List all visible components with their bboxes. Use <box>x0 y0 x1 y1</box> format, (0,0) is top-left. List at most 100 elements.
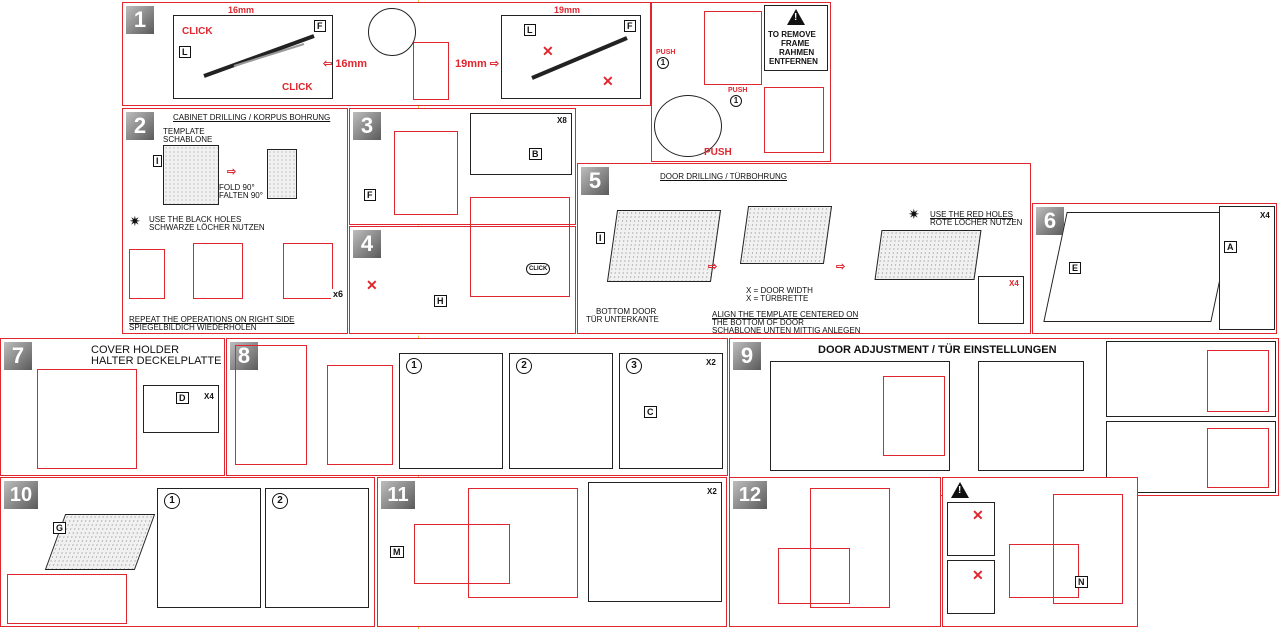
fold-label: FOLD 90° <box>219 183 255 192</box>
cabinet-outline <box>327 365 393 465</box>
drawer-frame <box>7 574 127 624</box>
quantity-label: x2 <box>707 487 717 496</box>
step-title: DOOR ADJUSTMENT / TÜR EINSTELLUNGEN <box>818 344 1057 356</box>
part-label-i: I <box>596 232 605 244</box>
click-label: CLICK <box>526 263 551 275</box>
template-folded <box>267 149 297 199</box>
cabinet-outline <box>468 488 578 598</box>
step-circle: 1 <box>406 358 422 374</box>
cabinet-outline <box>394 131 458 215</box>
warning-icon <box>951 482 969 498</box>
step-12-panel: 12 <box>729 477 941 627</box>
screw-detail: B x8 <box>470 113 572 175</box>
template-label: TEMPLATE <box>163 127 205 136</box>
step-circle: 1 <box>164 493 180 509</box>
push-label: PUSH <box>728 87 748 94</box>
cabinet-outline <box>129 249 165 299</box>
step-detail-1: 1 <box>399 353 503 469</box>
warning-text: FRAME <box>781 39 810 48</box>
cabinet-outline <box>764 87 824 153</box>
part-label-f: F <box>364 189 376 201</box>
step-2-panel: 2 CABINET DRILLING / KORPUS BOHRUNG TEMP… <box>122 108 348 334</box>
step-number: 7 <box>4 342 32 370</box>
cabinet-outline <box>1053 494 1123 604</box>
cabinet-outline <box>235 345 307 465</box>
align-instruction: ALIGN THE TEMPLATE CENTERED ON <box>712 310 859 319</box>
left-slide-detail: 16mm CLICK CLICK L F <box>173 5 333 99</box>
step-11-panel: 11 M x2 <box>377 477 727 627</box>
click-label: CLICK <box>282 82 313 93</box>
incorrect-mark: ✕ <box>972 567 984 583</box>
dimension-label: 19mm <box>455 58 487 70</box>
quantity-label: x6 <box>331 289 346 299</box>
step-circle: 3 <box>626 358 642 374</box>
bin-detail: ✕ <box>947 560 995 614</box>
drawer-front <box>1009 544 1079 598</box>
step-5-panel: 5 DOOR DRILLING / TÜRBOHRUNG I BOTTOM DO… <box>577 163 1031 335</box>
instruction-label: USE THE BLACK HOLES <box>149 215 242 224</box>
adjustment-detail <box>1106 341 1276 417</box>
part-label-f: F <box>624 20 636 32</box>
door-template <box>739 206 833 264</box>
warning-panel: ✕ ✕ N <box>942 477 1138 627</box>
step-7-panel: 7 COVER HOLDER HALTER DECKELPLATTE D x4 <box>0 338 225 476</box>
hinge-detail: A x4 <box>1219 206 1275 330</box>
bottom-door-label: BOTTOM DOOR <box>596 307 657 316</box>
quantity-label: x4 <box>1260 211 1270 220</box>
step-number: 4 <box>353 230 381 258</box>
part-label-l: L <box>524 24 536 36</box>
step-number: 10 <box>4 481 38 509</box>
hole-burst-icon: ✷ <box>908 206 920 222</box>
bottom-door-label: TÜR UNTERKANTE <box>586 315 659 324</box>
step-number: 6 <box>1036 207 1064 235</box>
dimension-arrow: 19mm ⇨ <box>455 58 500 70</box>
part-label-g: G <box>53 522 67 534</box>
step-circle: 2 <box>272 493 288 509</box>
step-number: 2 <box>126 112 154 140</box>
step-3-panel: 3 F B x8 <box>349 108 576 225</box>
bracket-detail: x2 <box>588 482 722 602</box>
cabinet-outline <box>283 243 333 299</box>
push-label: PUSH <box>704 147 732 158</box>
door-width-label: X = DOOR WIDTH <box>746 286 813 295</box>
next-arrow: ⇨ <box>708 261 718 273</box>
click-label: CLICK <box>182 26 213 37</box>
frame-removal-panel: PUSH 1 PUSH 1 PUSH TO REMOVE FRAME RAHME… <box>651 2 831 162</box>
step-circle: 1 <box>657 57 669 69</box>
incorrect-mark: ✕ <box>366 277 378 293</box>
step-9-panel: 9 DOOR ADJUSTMENT / TÜR EINSTELLUNGEN <box>729 338 1279 496</box>
cabinet-outline <box>704 11 762 85</box>
align-instruction: SCHABLONE UNTEN MITTIG ANLEGEN <box>712 326 861 335</box>
slide-rail-drawing <box>203 34 315 78</box>
zoom-circle <box>368 8 416 56</box>
part-label-c: C <box>644 406 657 418</box>
instruction-label: ROTE LÖCHER NUTZEN <box>930 218 1023 227</box>
dimension-label: 19mm <box>554 5 581 15</box>
door-template <box>874 230 982 280</box>
svg-text:✕: ✕ <box>542 43 554 59</box>
repeat-instruction: REPEAT THE OPERATIONS ON RIGHT SIDE <box>129 315 295 324</box>
step-6-panel: 6 E A x4 <box>1032 203 1277 334</box>
part-label-d: D <box>176 392 189 404</box>
quantity-label: x8 <box>557 116 567 125</box>
part-label-m: M <box>390 546 404 558</box>
step-number: 9 <box>733 342 761 370</box>
step-8-panel: 8 1 2 3 x2 C <box>226 338 728 476</box>
part-label-f: F <box>314 20 326 32</box>
template-label: SCHABLONE <box>163 135 213 144</box>
template-sheet <box>163 145 219 205</box>
step-title: CABINET DRILLING / KORPUS BOHRUNG <box>173 113 331 122</box>
incorrect-mark: ✕ <box>972 507 984 523</box>
fold-arrow: ⇨ <box>227 166 237 178</box>
hole-burst-icon: ✷ <box>129 213 141 229</box>
detail-circle <box>654 95 722 157</box>
dimension-label: 16mm <box>228 5 255 15</box>
step-number: 3 <box>353 112 381 140</box>
adjustment-detail <box>770 361 950 471</box>
door-width-label: X = TÜRBRETTE <box>746 294 809 303</box>
right-slide-detail: 19mm L F ✕✕ <box>501 5 641 99</box>
step-circle: 1 <box>730 95 742 107</box>
step-number: 1 <box>126 6 154 34</box>
cabinet-outline <box>1207 350 1269 412</box>
warning-text: ENTFERNEN <box>769 57 818 66</box>
